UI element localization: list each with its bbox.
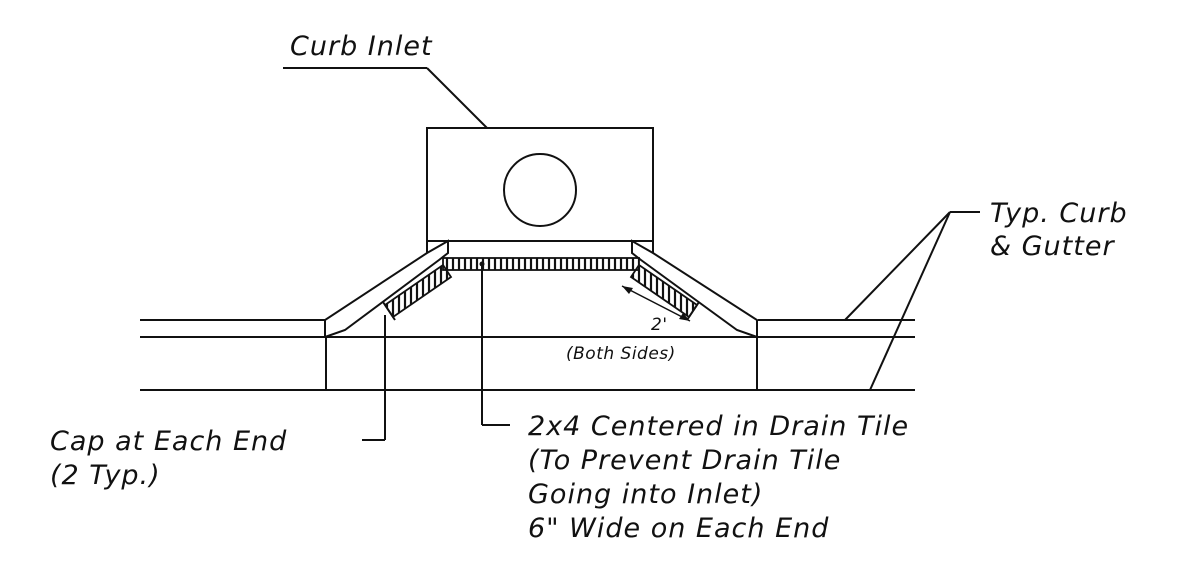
- leader-curb-inlet: [283, 67, 488, 129]
- twobyfour-label-line3: Going into Inlet): [528, 479, 763, 510]
- drain-tile-center: [442, 257, 640, 271]
- typ-curb-label-line1: Typ. Curb: [990, 198, 1128, 229]
- curb-inlet-label: Curb Inlet: [290, 31, 433, 62]
- leader-cap: [362, 315, 386, 441]
- leader-typ-curb: [844, 211, 980, 391]
- curb-inlet-structure: [426, 127, 654, 242]
- both-sides-label: (Both Sides): [566, 344, 676, 364]
- twobyfour-label-line1: 2x4 Centered in Drain Tile: [528, 411, 909, 442]
- cap-label-line1: Cap at Each End: [50, 426, 287, 457]
- drain-tile-right: [629, 263, 699, 319]
- dimension-2ft: [621, 285, 691, 322]
- dimension-2ft-label: 2': [651, 315, 668, 335]
- left-curb-wing: [324, 239, 449, 338]
- typ-curb-label-line2: & Gutter: [990, 231, 1115, 262]
- drain-tile: [382, 257, 700, 321]
- road-lines: [140, 319, 915, 391]
- cap-left: [382, 301, 396, 321]
- cap-label-line2: (2 Typ.): [50, 460, 161, 491]
- right-curb-wing: [631, 239, 758, 338]
- twobyfour-label-line4: 6" Wide on Each End: [528, 513, 829, 544]
- inlet-grate-circle: [503, 153, 577, 227]
- twobyfour-label-line2: (To Prevent Drain Tile: [528, 445, 841, 476]
- cap-right: [686, 301, 700, 321]
- drain-tile-left: [383, 263, 453, 319]
- leader-2x4: [481, 266, 510, 426]
